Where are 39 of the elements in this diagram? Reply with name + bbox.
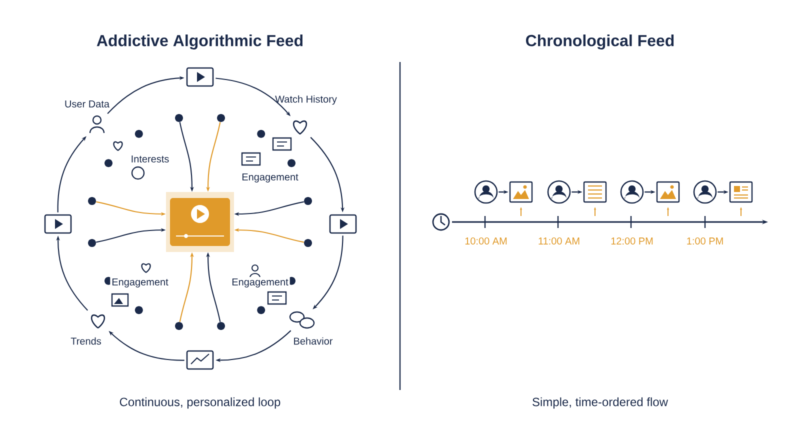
- image-icon: [656, 181, 680, 203]
- time-label: 10:00 AM: [465, 237, 507, 245]
- node-label: User Data: [65, 100, 110, 108]
- node-label: Engagement: [230, 277, 290, 289]
- node-label: Engagement: [110, 277, 170, 289]
- time-label: 12:00 PM: [611, 237, 653, 245]
- node-label: Trends: [70, 337, 102, 345]
- person-icon: [547, 180, 571, 204]
- node-label: Behavior: [294, 337, 333, 345]
- dot: [88, 239, 96, 247]
- play-icon: [44, 214, 72, 234]
- play-icon: [329, 214, 357, 234]
- node-label: Engagement: [240, 172, 300, 184]
- play-icon: [186, 67, 214, 87]
- time-label: 1:00 PM: [687, 237, 723, 245]
- chat-icon: [289, 311, 315, 329]
- image-icon: [509, 181, 533, 203]
- person-icon: [89, 115, 105, 134]
- caption: Simple, time-ordered flow: [532, 397, 668, 409]
- heading: Addictive Algorithmic Feed: [96, 34, 302, 50]
- dot: [175, 114, 183, 122]
- time-label: 11:00 AM: [538, 237, 580, 245]
- node-label: Interests: [129, 154, 171, 164]
- dot: [217, 114, 225, 122]
- node-label: Watch History: [275, 95, 337, 105]
- video-player-icon: [166, 192, 234, 252]
- dot: [217, 322, 225, 330]
- dot: [304, 239, 312, 247]
- article-icon: [729, 181, 753, 203]
- person-icon: [620, 180, 644, 204]
- person-icon: [474, 180, 498, 204]
- chart-icon: [186, 350, 214, 370]
- caption: Continuous, personalized loop: [120, 397, 280, 409]
- heading: Chronological Feed: [526, 34, 674, 50]
- dot: [175, 322, 183, 330]
- person-icon: [693, 180, 717, 204]
- dot: [304, 197, 312, 205]
- dot: [88, 197, 96, 205]
- document-icon: [583, 181, 607, 203]
